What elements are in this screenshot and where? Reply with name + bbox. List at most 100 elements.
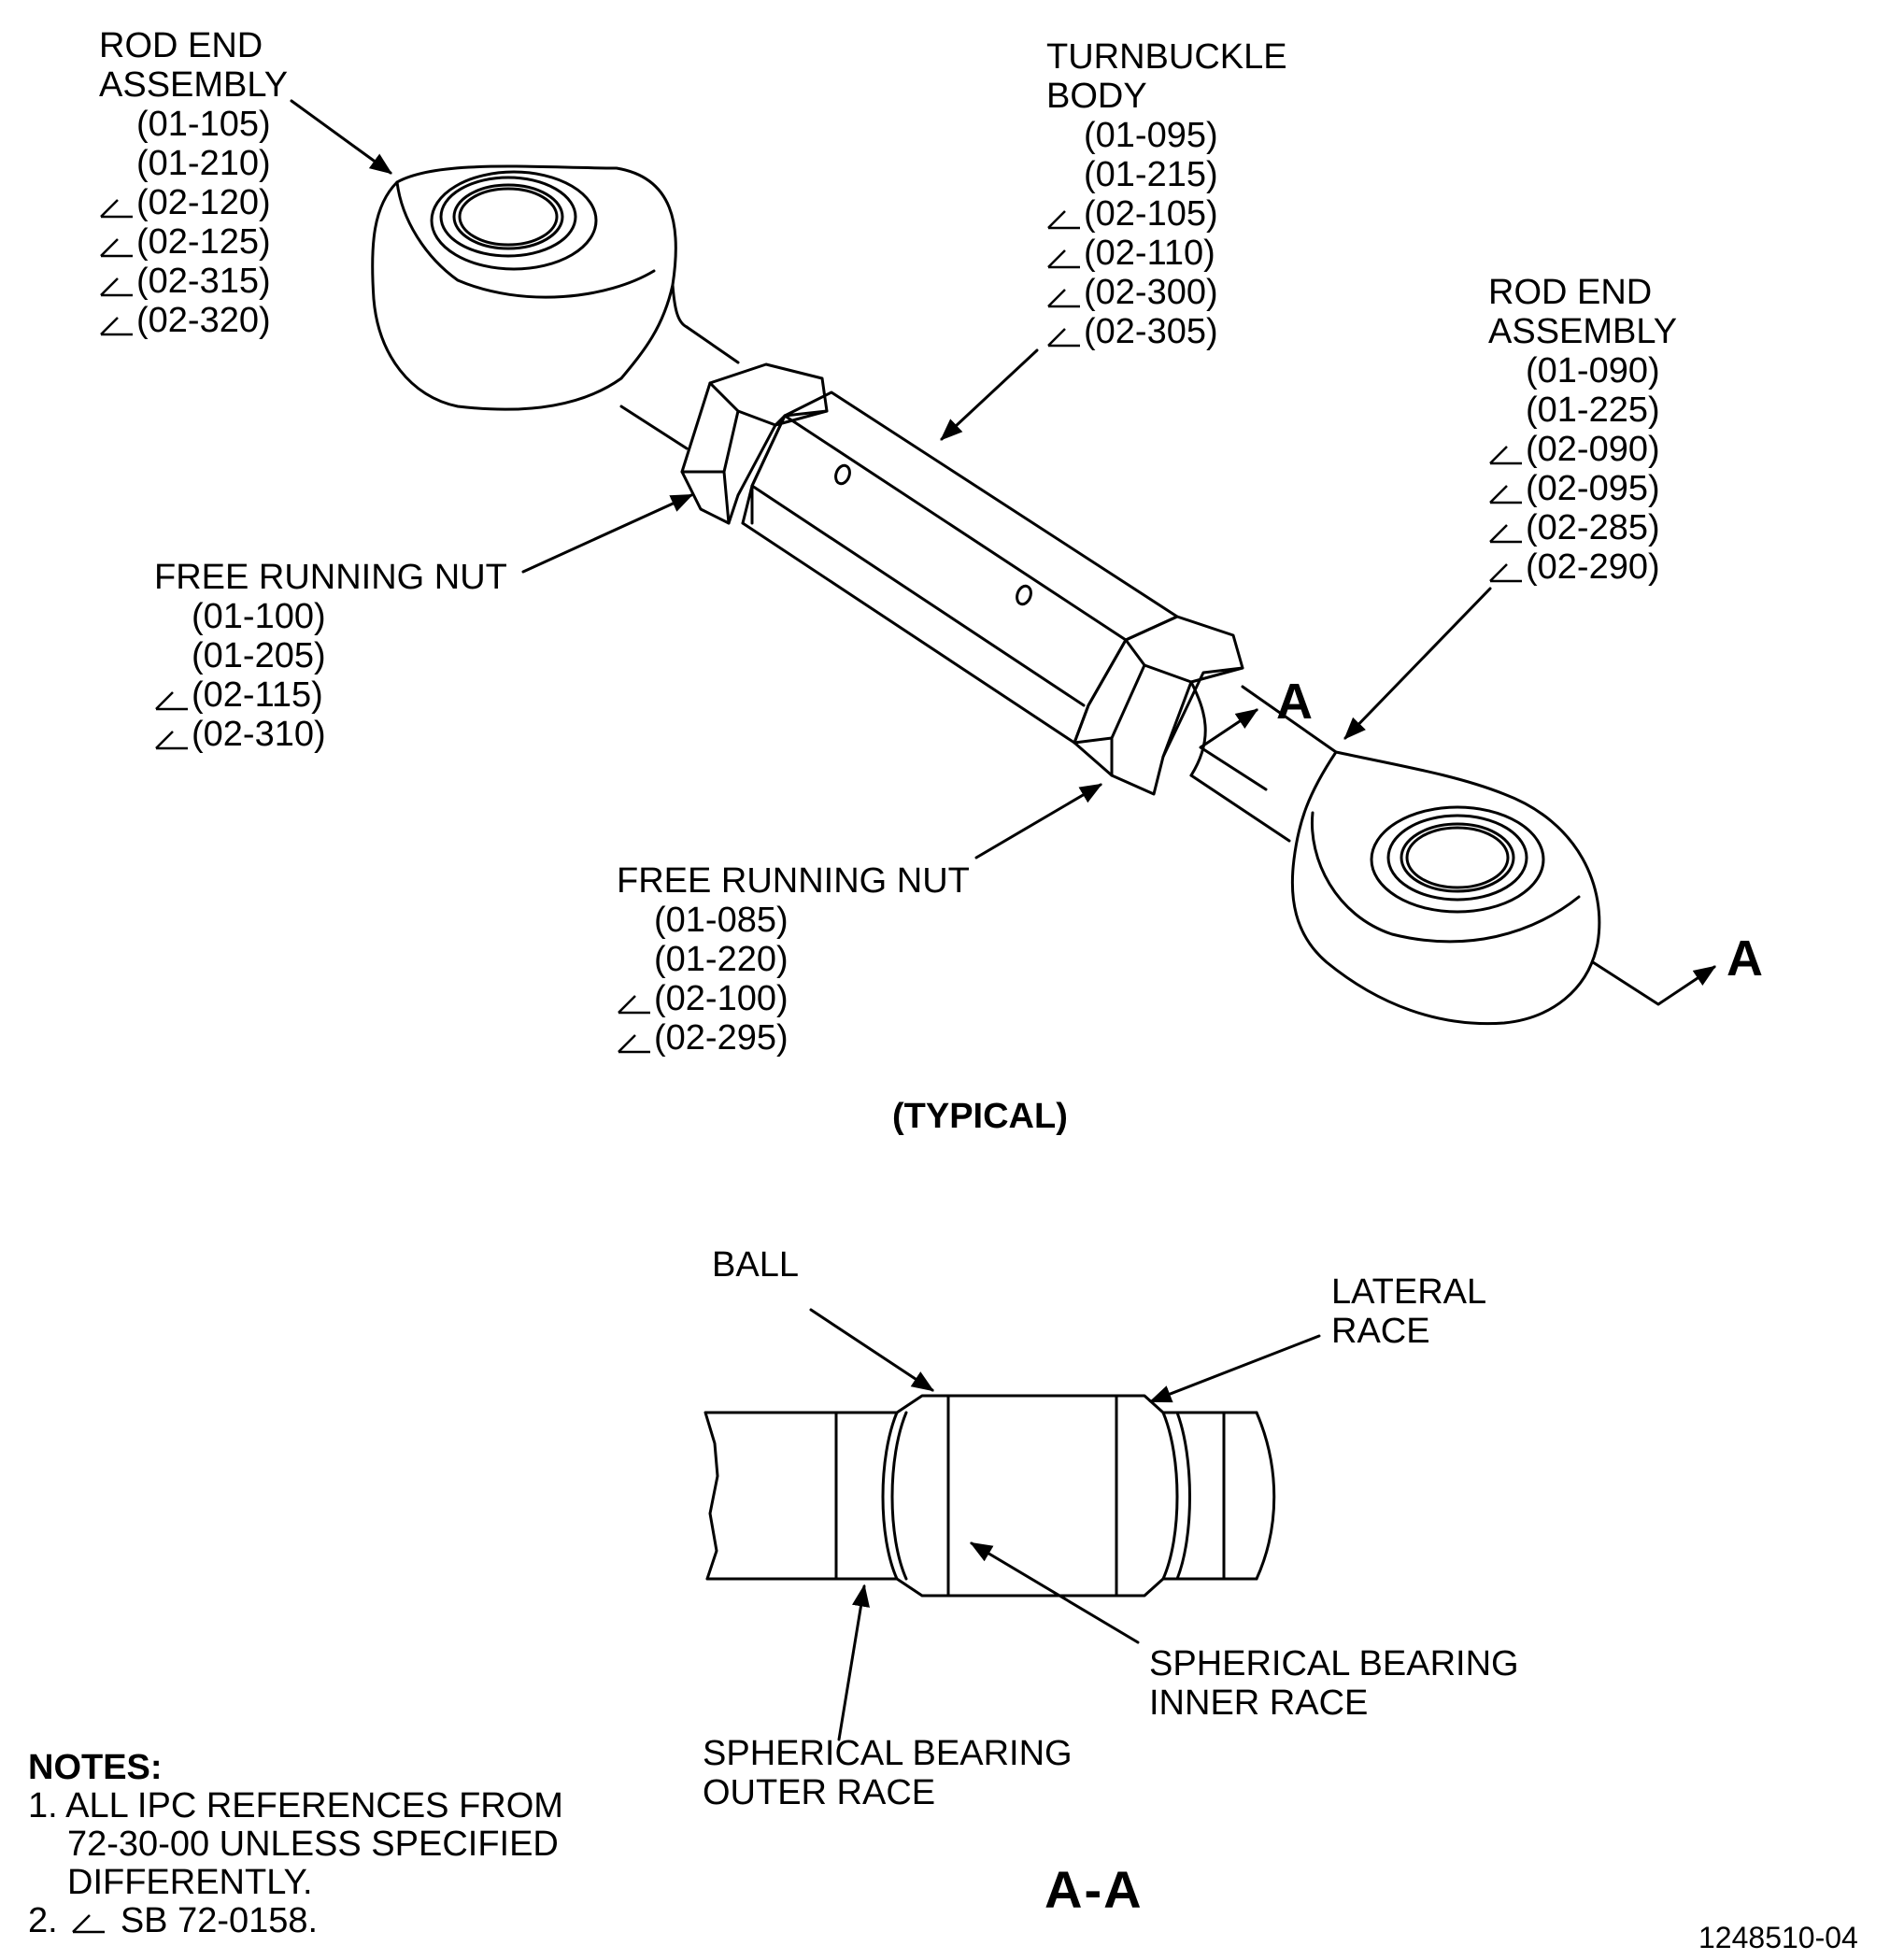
ipc-reference-text: (02-095) bbox=[1526, 469, 1660, 508]
ipc-reference: (02-125) bbox=[99, 222, 288, 262]
callout-title: ROD END bbox=[99, 26, 263, 65]
notes-block: NOTES: 1. ALL IPC REFERENCES FROM 72-30-… bbox=[28, 1749, 563, 1940]
callout-title: TURNBUCKLE bbox=[1046, 37, 1287, 77]
ipc-reference-text: (02-320) bbox=[136, 301, 271, 340]
upper-free-running-nut bbox=[680, 362, 829, 525]
callout-title: ASSEMBLY bbox=[99, 65, 289, 105]
ipc-reference: (02-120) bbox=[99, 183, 288, 222]
callout-free-running-nut-lower: FREE RUNNING NUT(01-085)(01-220)(02-100)… bbox=[617, 861, 970, 1058]
ipc-reference-text: (02-310) bbox=[192, 715, 326, 754]
section-marker-label: A bbox=[1276, 674, 1313, 730]
ipc-reference-text: (02-090) bbox=[1526, 430, 1660, 469]
ipc-reference: (02-295) bbox=[617, 1018, 970, 1058]
ipc-reference-text: (02-115) bbox=[192, 675, 323, 715]
effectivity-flag-icon bbox=[1047, 210, 1080, 230]
ipc-reference: (01-100) bbox=[154, 597, 507, 636]
effectivity-flag-icon bbox=[1489, 524, 1522, 544]
ipc-reference-text: (02-105) bbox=[1084, 194, 1218, 234]
note-1-line: DIFFERENTLY. bbox=[67, 1863, 313, 1902]
section-marker-label: A bbox=[1727, 930, 1763, 987]
callout-title: FREE RUNNING NUT bbox=[617, 861, 970, 901]
ipc-reference: (01-205) bbox=[154, 636, 507, 675]
note-1-line: 1. ALL IPC REFERENCES FROM bbox=[28, 1786, 563, 1825]
effectivity-flag-icon bbox=[1047, 289, 1080, 308]
ipc-reference: (02-320) bbox=[99, 301, 288, 340]
effectivity-flag-icon bbox=[155, 691, 188, 711]
ipc-reference: (02-315) bbox=[99, 262, 288, 301]
ipc-reference-text: (02-290) bbox=[1526, 547, 1660, 587]
ipc-reference-text: (01-215) bbox=[1084, 155, 1218, 194]
section-cut-marker bbox=[1199, 708, 1716, 1006]
leader-lines bbox=[290, 99, 1492, 859]
ipc-reference-text: (02-125) bbox=[136, 222, 271, 262]
callout-title: ROD END bbox=[1488, 273, 1653, 312]
ipc-reference-text: (02-300) bbox=[1084, 273, 1218, 312]
section-leader-lines bbox=[809, 1308, 1321, 1741]
effectivity-flag-icon bbox=[618, 1034, 650, 1054]
ipc-reference: (01-090) bbox=[1488, 351, 1677, 391]
effectivity-flag-icon bbox=[618, 995, 650, 1015]
ipc-reference: (02-100) bbox=[617, 979, 970, 1018]
inner-race-label: SPHERICAL BEARING INNER RACE bbox=[1149, 1644, 1519, 1723]
effectivity-flag-icon bbox=[100, 317, 133, 336]
turnbuckle-body-shape bbox=[741, 391, 1179, 745]
ipc-reference-text: (02-110) bbox=[1084, 234, 1215, 273]
effectivity-flag-icon bbox=[1489, 485, 1522, 504]
ipc-reference-text: (02-120) bbox=[136, 183, 271, 222]
callout-free-running-nut-upper: FREE RUNNING NUT(01-100)(01-205)(02-115)… bbox=[154, 558, 507, 754]
ipc-reference-text: (02-100) bbox=[654, 979, 789, 1018]
ipc-reference-text: (01-085) bbox=[654, 901, 789, 940]
ipc-reference: (02-110) bbox=[1046, 234, 1287, 273]
note-1-line: 72-30-00 UNLESS SPECIFIED bbox=[67, 1825, 559, 1864]
effectivity-flag-icon bbox=[1489, 446, 1522, 465]
right-shank bbox=[1189, 680, 1338, 843]
ipc-reference: (02-090) bbox=[1488, 430, 1677, 469]
ipc-reference: (02-115) bbox=[154, 675, 507, 715]
ball-label: BALL bbox=[712, 1245, 799, 1285]
ipc-reference: (02-290) bbox=[1488, 547, 1677, 587]
ipc-reference: (01-225) bbox=[1488, 391, 1677, 430]
callout-title: BODY bbox=[1046, 77, 1147, 116]
ipc-reference: (01-085) bbox=[617, 901, 970, 940]
section-view-title: A-A bbox=[1044, 1860, 1144, 1919]
effectivity-flag-icon bbox=[72, 1914, 106, 1934]
callout-title: FREE RUNNING NUT bbox=[154, 558, 507, 597]
drawing-number: 1248510-04 bbox=[1698, 1921, 1858, 1954]
ipc-reference: (01-215) bbox=[1046, 155, 1287, 194]
effectivity-flag-icon bbox=[1047, 249, 1080, 269]
left-rod-end-eye bbox=[371, 164, 689, 411]
ipc-reference: (02-300) bbox=[1046, 273, 1287, 312]
right-rod-end-eye bbox=[1290, 750, 1601, 1026]
ipc-reference-text: (01-220) bbox=[654, 940, 789, 979]
ipc-reference: (02-095) bbox=[1488, 469, 1677, 508]
effectivity-flag-icon bbox=[1489, 563, 1522, 583]
ipc-reference-text: (02-315) bbox=[136, 262, 271, 301]
left-shank bbox=[619, 325, 740, 450]
view-caption: (TYPICAL) bbox=[892, 1097, 1068, 1136]
ipc-reference-text: (01-095) bbox=[1084, 116, 1218, 155]
effectivity-flag-icon bbox=[100, 199, 133, 219]
ipc-reference-text: (02-295) bbox=[654, 1018, 789, 1058]
effectivity-flag-icon bbox=[155, 731, 188, 750]
ipc-reference-text: (01-205) bbox=[192, 636, 326, 675]
ipc-reference: (02-305) bbox=[1046, 312, 1287, 351]
ipc-reference: (02-310) bbox=[154, 715, 507, 754]
ipc-reference: (01-210) bbox=[99, 144, 288, 183]
ipc-reference-text: (01-090) bbox=[1526, 351, 1660, 391]
ipc-reference-text: (02-285) bbox=[1526, 508, 1660, 547]
effectivity-flag-icon bbox=[100, 277, 133, 297]
callout-title: ASSEMBLY bbox=[1488, 312, 1678, 351]
section-a-a-view bbox=[703, 1394, 1276, 1598]
ipc-reference-text: (01-225) bbox=[1526, 391, 1660, 430]
ipc-reference: (01-220) bbox=[617, 940, 970, 979]
effectivity-flag-icon bbox=[100, 238, 133, 258]
lateral-race-label: LATERAL RACE bbox=[1331, 1272, 1487, 1351]
ipc-reference-text: (02-305) bbox=[1084, 312, 1218, 351]
lower-free-running-nut bbox=[1073, 615, 1244, 796]
ipc-reference: (01-095) bbox=[1046, 116, 1287, 155]
ipc-reference-text: (01-210) bbox=[136, 144, 271, 183]
